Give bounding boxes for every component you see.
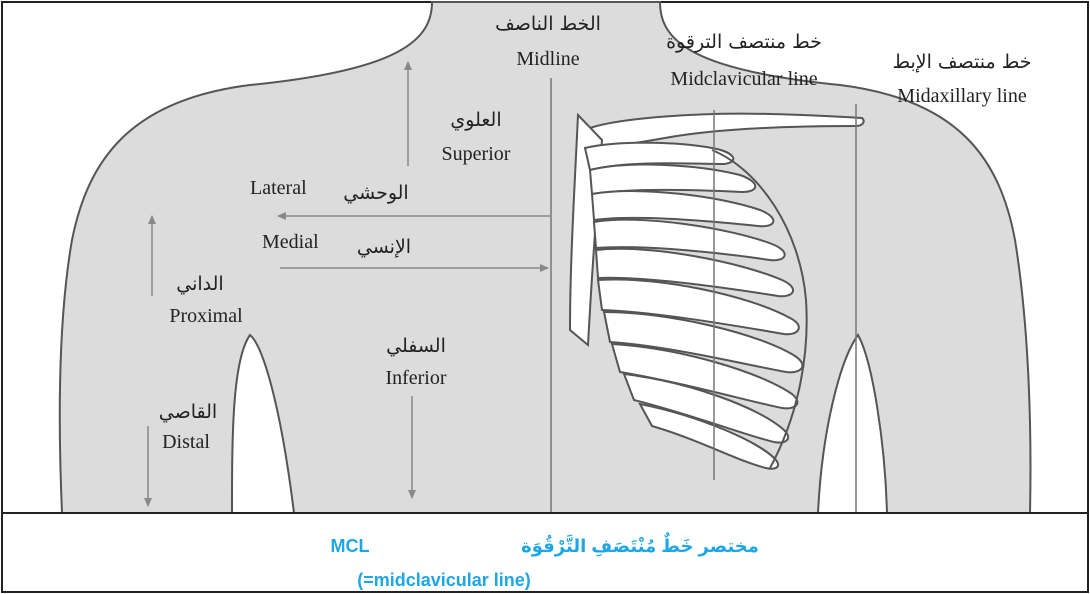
medial-label-ar: الإنسي bbox=[357, 236, 411, 258]
proximal-label-en: Proximal bbox=[169, 305, 243, 327]
midline-label-ar: الخط الناصف bbox=[495, 13, 601, 35]
lateral-label-en: Lateral bbox=[250, 177, 307, 199]
superior-label-en: Superior bbox=[442, 143, 511, 165]
midaxillary-label-ar: خط منتصف الإبط bbox=[892, 51, 1031, 73]
mcl-full-form: (=midclavicular line) bbox=[357, 570, 531, 590]
proximal-label-ar: الداني bbox=[176, 273, 223, 295]
inferior-label-en: Inferior bbox=[385, 367, 446, 389]
distal-label-en: Distal bbox=[162, 431, 210, 453]
lateral-label-ar: الوحشي bbox=[343, 182, 408, 204]
midline-label-en: Midline bbox=[516, 48, 579, 70]
mcl-abbreviation: MCL bbox=[331, 536, 370, 556]
midclavicular-label-ar: خط منتصف الترقوة bbox=[666, 31, 822, 53]
superior-label-ar: العلوي bbox=[450, 109, 501, 131]
distal-label-ar: القاصي bbox=[159, 401, 217, 423]
medial-label-en: Medial bbox=[262, 231, 319, 253]
inferior-label-ar: السفلي bbox=[386, 335, 446, 357]
midclavicular-label-en: Midclavicular line bbox=[670, 68, 817, 90]
midaxillary-label-en: Midaxillary line bbox=[897, 85, 1027, 107]
